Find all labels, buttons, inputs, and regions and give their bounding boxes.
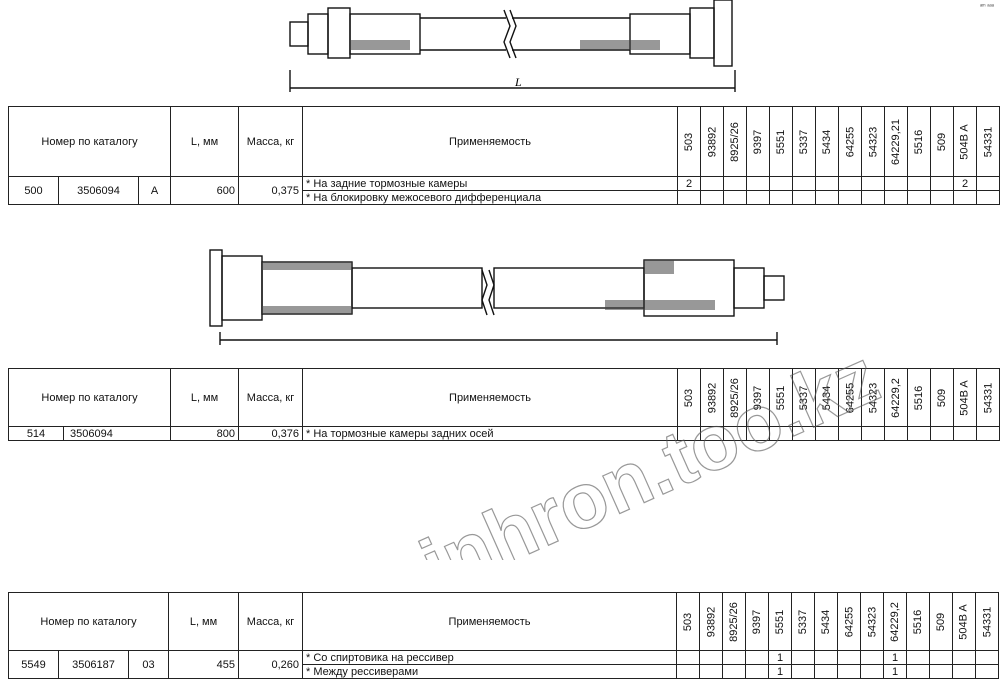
col-header: 503	[677, 106, 702, 177]
col-header: 93892	[700, 368, 725, 427]
col-header: 504B A	[952, 592, 977, 651]
row-length: 600	[170, 176, 240, 205]
col-header: 93892	[700, 106, 725, 177]
row-code: 3506094	[58, 176, 139, 205]
col-header: 509	[930, 368, 955, 427]
col-header: 5551	[769, 106, 794, 177]
col-header: 64255	[838, 368, 863, 427]
col-header: 54331	[976, 368, 1000, 427]
header-length: L, мм	[170, 106, 240, 177]
col-header: 54323	[860, 592, 885, 651]
header-usage: Применяемость	[302, 106, 679, 177]
col-header: 64229,21	[884, 106, 909, 177]
col-header: 5516	[906, 592, 931, 651]
header-usage: Применяемость	[302, 368, 679, 427]
col-header: 8925/26	[723, 106, 748, 177]
corner-mark: ᵃᵐ ᵃᵃᵃ	[979, 4, 994, 10]
col-header: 54331	[975, 592, 1000, 651]
col-header: 5337	[792, 368, 817, 427]
row-suffix: A	[137, 176, 172, 205]
col-header: 9397	[746, 106, 771, 177]
row-length: 455	[168, 650, 240, 679]
parts-table-3: Номер по каталогу L, мм Масса, кг Примен…	[7, 592, 1000, 679]
header-usage: Применяемость	[302, 592, 678, 651]
col-header: 509	[929, 592, 954, 651]
row-num: 500	[8, 176, 59, 205]
mark-cell: 1	[768, 650, 793, 665]
hose-drawing-2	[209, 249, 785, 345]
col-header: 5337	[791, 592, 816, 651]
col-header: 509	[930, 106, 955, 177]
parts-table-2: Номер по каталогу L, мм Масса, кг Примен…	[7, 368, 1000, 441]
mark-cell: 1	[883, 664, 908, 679]
col-header: 5516	[907, 368, 932, 427]
header-mass: Масса, кг	[238, 368, 304, 427]
header-length: L, мм	[170, 368, 240, 427]
parts-table-1: Номер по каталогу L, мм Масса, кг Примен…	[7, 106, 1000, 205]
row-mass: 0,260	[238, 650, 304, 679]
mark-cell: 2	[953, 176, 978, 191]
row-code: 3506094	[62, 426, 172, 441]
col-header: 5434	[814, 592, 839, 651]
col-header: 8925/26	[723, 368, 748, 427]
hose-drawing-1: L	[289, 0, 736, 92]
usage-line: * На тормозные камеры задних осей	[302, 426, 679, 441]
header-mass: Масса, кг	[238, 592, 304, 651]
row-num: 5549	[8, 650, 59, 679]
col-header: 503	[676, 592, 701, 651]
usage-line: * На задние тормозные камеры	[302, 176, 679, 191]
header-length: L, мм	[168, 592, 240, 651]
col-header: 5434	[815, 368, 840, 427]
col-header: 9397	[745, 592, 770, 651]
col-header: 5551	[769, 368, 794, 427]
header-catalog: Номер по каталогу	[7, 592, 170, 651]
usage-line: * Со спиртовика на рессивер	[302, 650, 678, 665]
col-header: 54331	[976, 106, 1000, 177]
col-header: 64255	[837, 592, 862, 651]
col-header: 54323	[861, 106, 886, 177]
col-header: 64255	[838, 106, 863, 177]
row-suffix: 03	[127, 650, 170, 679]
svg-text:L: L	[514, 75, 522, 89]
header-catalog: Номер по каталогу	[7, 106, 172, 177]
row-code: 3506187	[58, 650, 129, 679]
row-mass: 0,375	[238, 176, 304, 205]
mark-cell: 2	[677, 176, 702, 191]
col-header: 503	[677, 368, 702, 427]
row-num: 514	[8, 426, 64, 441]
col-header: 5551	[768, 592, 793, 651]
col-header: 54323	[861, 368, 886, 427]
usage-line: * На блокировку межосевого дифференциала	[302, 190, 679, 205]
usage-line: * Между рессиверами	[302, 664, 678, 679]
col-header: 5516	[907, 106, 932, 177]
col-header: 64229,2	[883, 592, 908, 651]
col-header: 5434	[815, 106, 840, 177]
col-header: 504B A	[953, 106, 978, 177]
col-header: 8925/26	[722, 592, 747, 651]
col-header: 5337	[792, 106, 817, 177]
mark-cell: 1	[883, 650, 908, 665]
col-header: 504B A	[953, 368, 978, 427]
header-mass: Масса, кг	[238, 106, 304, 177]
svg-text:www.sinhron.too.kz: www.sinhron.too.kz	[184, 331, 891, 560]
col-header: 9397	[746, 368, 771, 427]
col-header: 93892	[699, 592, 724, 651]
header-catalog: Номер по каталогу	[7, 368, 172, 427]
row-mass: 0,376	[238, 426, 304, 441]
mark-cell: 1	[768, 664, 793, 679]
row-length: 800	[170, 426, 240, 441]
col-header: 64229,2	[884, 368, 909, 427]
